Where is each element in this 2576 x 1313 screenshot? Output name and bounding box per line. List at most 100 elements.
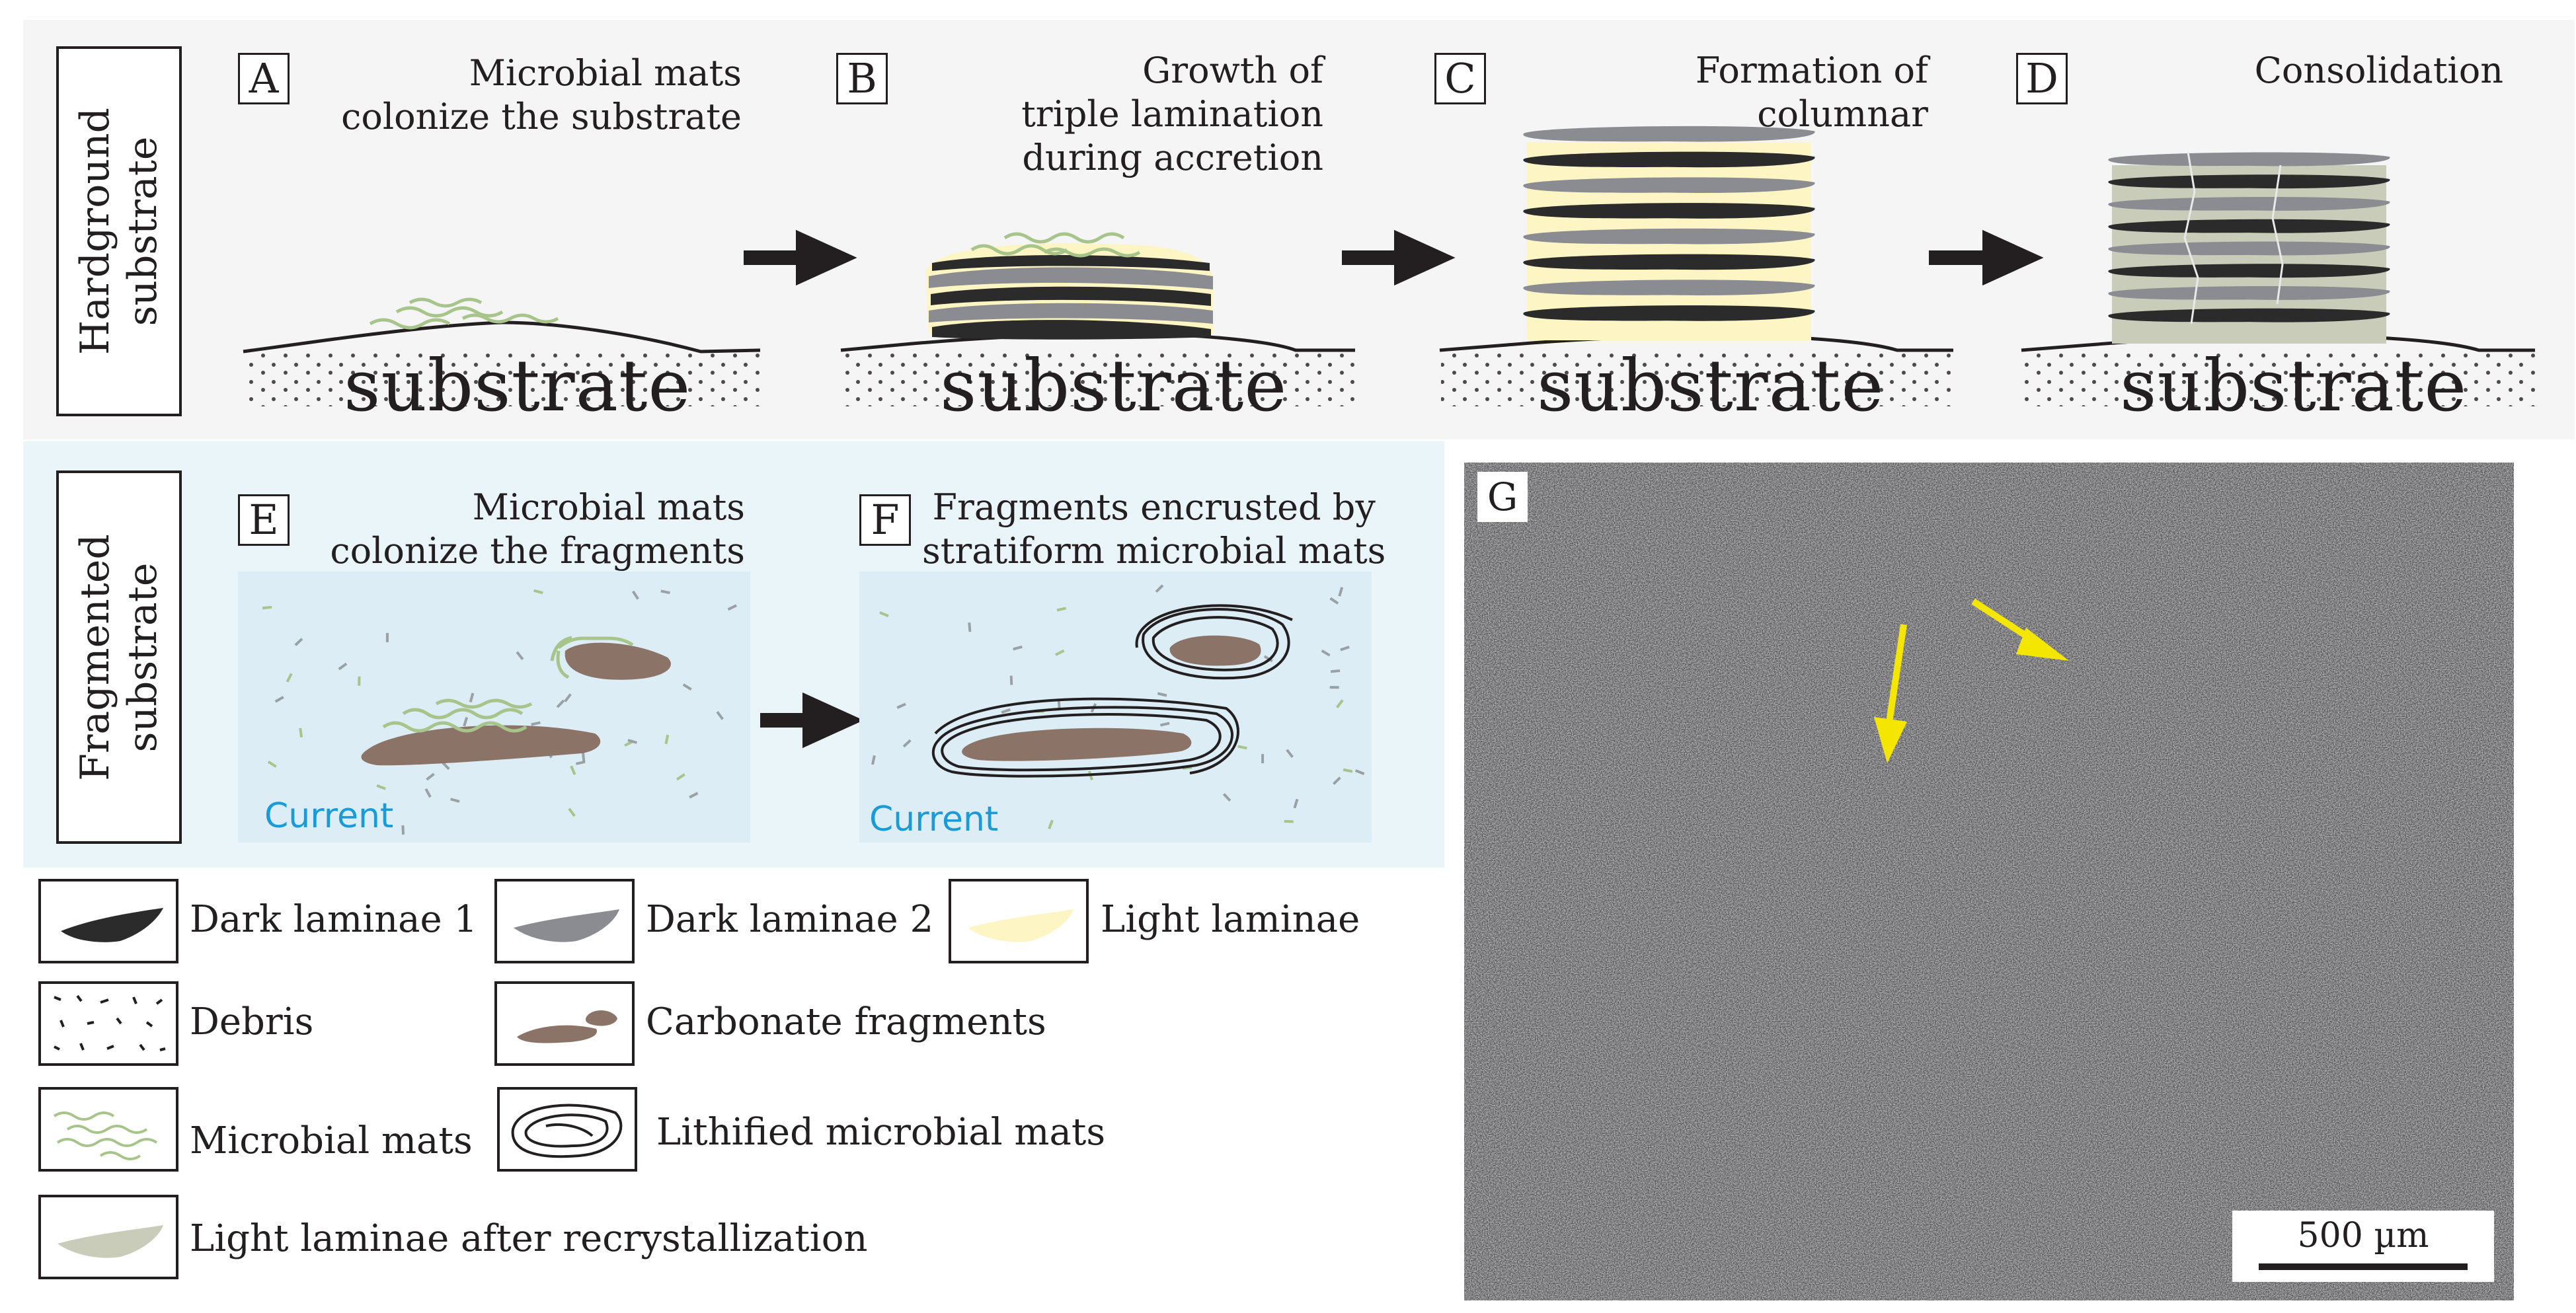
legend-swatch-dark1 (38, 879, 178, 963)
column-lamina (1523, 151, 1815, 168)
debris-tick (1157, 692, 1167, 697)
debris-tick (533, 589, 543, 595)
arrow-e-f (760, 692, 864, 749)
panel-e-current-label: Current (264, 796, 394, 836)
column-lamina (1523, 177, 1815, 193)
column-lamina (2108, 264, 2390, 278)
panel-c-column (1523, 126, 1815, 321)
legend-label-light: Light laminae (1101, 898, 1360, 941)
panel-a-substrate: substrate (344, 345, 691, 428)
column-lamina (2108, 174, 2390, 189)
debris-tick (262, 605, 272, 610)
debris-tick (879, 611, 889, 617)
panel-d-column (2108, 151, 2390, 324)
hardground-drawings (243, 126, 2538, 406)
debris-tick (1321, 649, 1331, 657)
legend-swatch-recryst (38, 1195, 178, 1279)
legend-label-fragments: Carbonate fragments (646, 1000, 1046, 1043)
debris-tick (689, 792, 699, 799)
panel-b-substrate-layer (840, 232, 1358, 406)
column-lamina (1523, 126, 1815, 142)
debris-tick (516, 651, 524, 660)
debris-tick (338, 662, 348, 671)
panel-e-fragment-large (361, 725, 601, 766)
scale-bar: 500 µm (2232, 1211, 2494, 1282)
panel-b-caption: Growth of triple lamination during accre… (1021, 50, 1323, 178)
column-lamina (2108, 219, 2390, 233)
panel-f-current-label: Current (869, 800, 999, 839)
debris-tick (463, 716, 469, 727)
column-lamina (1523, 203, 1815, 219)
debris-tick (631, 590, 639, 600)
debris-tick (426, 772, 435, 781)
micrograph-arrow-2 (1971, 598, 2069, 661)
debris-tick (1354, 769, 1365, 776)
fragmented-drawings (238, 572, 1372, 843)
panel-a-letter: A (238, 53, 290, 104)
legend-swatch-dark2 (494, 879, 635, 963)
debris-tick (1343, 768, 1353, 773)
arrow-c-d (1929, 229, 2044, 286)
debris-tick (424, 788, 432, 798)
debris-tick (896, 702, 906, 709)
micrograph-arrow-1 (1874, 624, 1907, 763)
panel-e-letter: E (238, 494, 290, 546)
debris-tick (531, 721, 541, 726)
panel-c-letter: C (1434, 53, 1486, 104)
debris-tick (576, 760, 586, 765)
panel-f-caption: Fragments encrusted by stratiform microb… (922, 486, 1386, 572)
panel-e-caption: Microbial mats colonize the fragments (330, 486, 745, 572)
column-lamina (2108, 152, 2390, 167)
debris-tick (1001, 708, 1011, 714)
debris-tick (1284, 819, 1294, 823)
debris-tick (1340, 646, 1350, 652)
micrograph-g: 500 µm (1464, 463, 2514, 1300)
panel-d-caption: Consolidation (2254, 50, 2503, 91)
scale-bar-line (2259, 1263, 2468, 1270)
debris-tick (582, 752, 586, 763)
debris-tick (1159, 722, 1170, 727)
debris-tick (1222, 793, 1231, 802)
column-cracks (2183, 151, 2284, 324)
legend-label-lithified: Lithified microbial mats (656, 1111, 1106, 1154)
debris-tick (568, 807, 576, 817)
debris-tick (299, 728, 303, 738)
legend-swatch-fragments (494, 981, 635, 1066)
debris-tick (441, 761, 450, 770)
legend-label-debris: Debris (190, 1000, 314, 1043)
debris-tick (570, 765, 576, 775)
panel-e-fragment-small (565, 642, 671, 680)
debris-tick (564, 693, 572, 702)
debris-tick (286, 673, 293, 683)
debris-tick (1055, 649, 1065, 656)
column-lamina (2108, 197, 2390, 211)
legend-swatch-mats (38, 1087, 178, 1172)
legend-label-mats: Microbial mats (190, 1119, 473, 1162)
debris-tick (1009, 675, 1013, 685)
panel-g-letter: G (1477, 472, 1528, 522)
debris-tick (871, 755, 876, 765)
debris-tick (727, 604, 737, 611)
panel-a-substrate-layer (243, 297, 761, 406)
panel-f-fragment-small (1135, 604, 1293, 680)
debris-tick (664, 734, 670, 745)
debris-tick (376, 784, 386, 790)
debris-tick (716, 711, 724, 720)
debris-tick (660, 589, 670, 595)
debris-tick (1048, 819, 1054, 830)
panel-b-letter: B (836, 53, 888, 104)
column-lamina (2108, 241, 2390, 256)
micrograph-texture (1464, 463, 2514, 1300)
debris-tick (469, 693, 475, 702)
column-lamina (1523, 305, 1815, 321)
arrow-b-c (1342, 229, 1456, 286)
column-lamina (1523, 228, 1815, 244)
debris-tick (968, 622, 972, 632)
debris-tick (902, 739, 912, 748)
panel-c-substrate: substrate (1537, 345, 1885, 428)
panel-c-caption: Formation of columnar (1695, 50, 1928, 135)
arrow-a-b (744, 229, 857, 286)
legend-label-recryst: Light laminae after recrystallization (190, 1217, 868, 1260)
legend-swatch-debris (38, 981, 178, 1066)
